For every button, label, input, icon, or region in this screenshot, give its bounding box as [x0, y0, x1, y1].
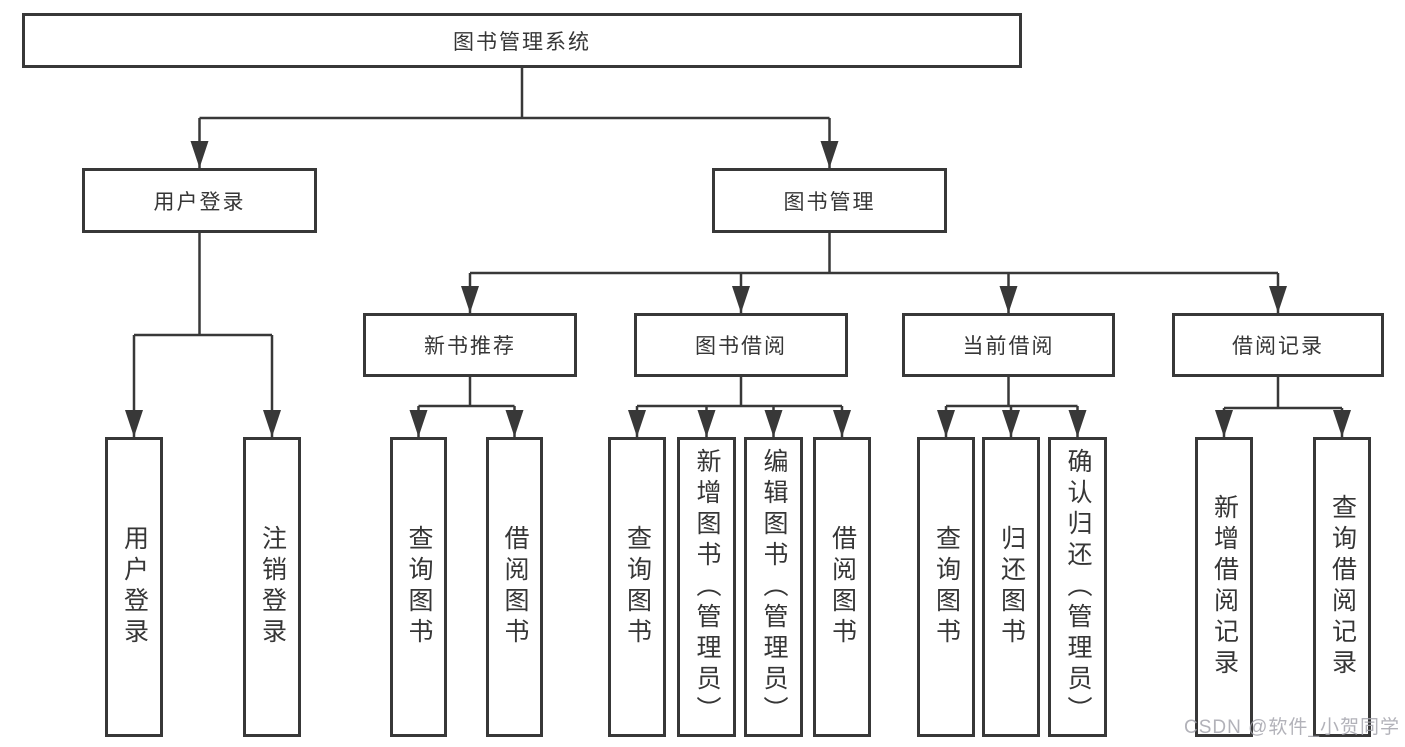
- node-label: 确认归还（管理员）: [1064, 447, 1092, 727]
- node-label: 借阅图书: [828, 525, 857, 649]
- node-user-login: 用户登录: [82, 168, 317, 233]
- node-label: 当前借阅: [962, 335, 1055, 358]
- leaf-borrow-books-2: 借阅图书: [813, 437, 871, 737]
- leaf-logout: 注销登录: [243, 437, 301, 737]
- node-label: 新增借阅记录: [1210, 494, 1239, 680]
- node-label: 图书管理: [783, 190, 876, 214]
- node-book-management: 图书管理: [712, 168, 947, 233]
- node-new-book-recommend: 新书推荐: [363, 313, 577, 377]
- connector-trunks: [134, 68, 1342, 410]
- node-label: 新书推荐: [424, 335, 516, 358]
- node-label: 用户登录: [153, 190, 246, 214]
- leaf-query-borrow-record: 查询借阅记录: [1313, 437, 1371, 737]
- node-borrow-records: 借阅记录: [1172, 313, 1384, 377]
- node-label: 图书管理系统: [453, 30, 591, 54]
- node-label: 查询图书: [932, 525, 961, 649]
- node-label: 编辑图书（管理员）: [760, 447, 788, 727]
- leaf-borrow-books-1: 借阅图书: [486, 437, 543, 737]
- node-label: 注销登录: [258, 525, 287, 649]
- node-book-borrow: 图书借阅: [634, 313, 848, 377]
- csdn-watermark: CSDN @软件_小贺同学: [1184, 717, 1400, 738]
- leaf-user-login: 用户登录: [105, 437, 163, 737]
- node-label: 用户登录: [120, 525, 149, 649]
- node-label: 新增图书（管理员）: [693, 447, 721, 727]
- leaf-add-books-admin: 新增图书（管理员）: [677, 437, 736, 737]
- node-label: 借阅记录: [1232, 335, 1324, 358]
- node-current-borrow: 当前借阅: [902, 313, 1115, 377]
- leaf-return-books: 归还图书: [982, 437, 1040, 737]
- leaf-query-books-2: 查询图书: [608, 437, 666, 737]
- leaf-edit-books-admin: 编辑图书（管理员）: [744, 437, 803, 737]
- leaf-query-books-1: 查询图书: [390, 437, 447, 737]
- node-label: 查询借阅记录: [1328, 494, 1357, 680]
- leaf-confirm-return-admin: 确认归还（管理员）: [1048, 437, 1107, 737]
- node-label: 图书借阅: [695, 335, 787, 358]
- node-root-system: 图书管理系统: [22, 13, 1022, 68]
- leaf-add-borrow-record: 新增借阅记录: [1195, 437, 1253, 737]
- node-label: 借阅图书: [501, 525, 529, 649]
- leaf-query-books-3: 查询图书: [917, 437, 975, 737]
- node-label: 归还图书: [997, 525, 1026, 649]
- node-label: 查询图书: [623, 525, 652, 649]
- node-label: 查询图书: [405, 525, 433, 649]
